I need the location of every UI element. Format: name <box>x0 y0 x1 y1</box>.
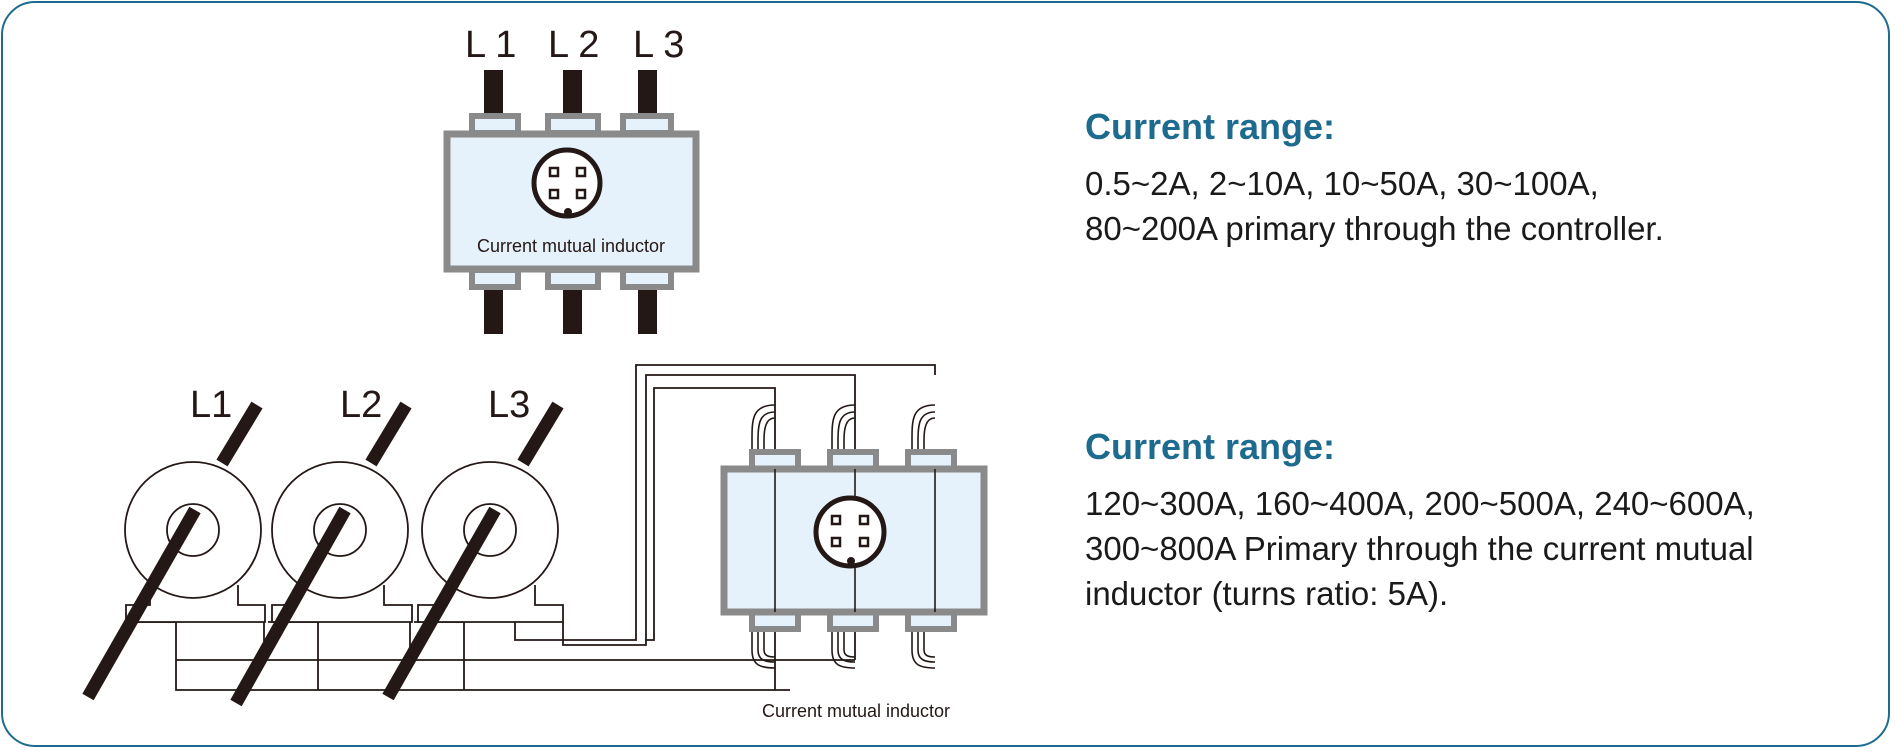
range-line: 300~800A Primary through the current mut… <box>1085 530 1754 567</box>
top-terminal-tab <box>620 113 674 136</box>
current-range-description: 0.5~2A, 2~10A, 10~50A, 30~100A, 80~200A … <box>1085 161 1875 251</box>
top-terminal-tab <box>620 267 674 290</box>
range-line: inductor (turns ratio: 5A). <box>1085 575 1449 612</box>
bottom-conductor-stub-l1 <box>216 401 263 467</box>
current-range-heading: Current range: <box>1085 106 1336 147</box>
range-line: 0.5~2A, 2~10A, 10~50A, 30~100A, <box>1085 165 1599 202</box>
top-conductor-l2-upper <box>563 70 582 116</box>
bottom-phase-label-l3: L3 <box>488 384 530 426</box>
top-phase-label-l3: L 3 <box>633 24 684 66</box>
top-conductor-l1-lower <box>484 286 503 334</box>
top-phase-label-l2: L 2 <box>548 24 599 66</box>
bottom-connector-icon <box>813 495 887 569</box>
top-wiring-diagram: L 1 L 2 L 3 Current mutual inductor <box>443 24 700 334</box>
top-conductor-l2-lower <box>563 286 582 334</box>
top-connector-icon <box>531 147 603 219</box>
current-range-heading: Current range: <box>1085 426 1336 467</box>
bottom-wiring-diagram: L1 L2 L3 <box>82 364 988 721</box>
top-terminal-tab <box>469 113 521 136</box>
top-terminal-tab <box>545 113 601 136</box>
bottom-device-label: Current mutual inductor <box>762 701 950 721</box>
current-range-panel-bottom: Current range: 120~300A, 160~400A, 200~5… <box>1085 425 1875 616</box>
bottom-conductor-l2 <box>230 506 351 707</box>
bottom-conductor-l3 <box>382 506 501 701</box>
top-device-label: Current mutual inductor <box>477 236 665 256</box>
range-line: 120~300A, 160~400A, 200~500A, 240~600A, <box>1085 485 1755 522</box>
bottom-conductor-l1 <box>82 506 201 701</box>
bottom-phase-label-l1: L1 <box>190 384 232 426</box>
top-terminal-tab <box>469 267 521 290</box>
bottom-phase-label-l2: L2 <box>340 384 382 426</box>
secondary-wiring <box>126 364 936 691</box>
top-conductor-l3-lower <box>638 286 657 334</box>
bottom-conductor-stub-l2 <box>365 401 412 467</box>
top-conductor-l1-upper <box>484 70 503 116</box>
bottom-conductor-stub-l3 <box>517 401 564 467</box>
range-line: 80~200A primary through the controller. <box>1085 210 1664 247</box>
top-phase-label-l1: L 1 <box>465 24 516 66</box>
current-range-description: 120~300A, 160~400A, 200~500A, 240~600A, … <box>1085 481 1875 616</box>
top-terminal-tab <box>545 267 601 290</box>
current-range-panel-top: Current range: 0.5~2A, 2~10A, 10~50A, 30… <box>1085 105 1875 251</box>
top-conductor-l3-upper <box>638 70 657 116</box>
